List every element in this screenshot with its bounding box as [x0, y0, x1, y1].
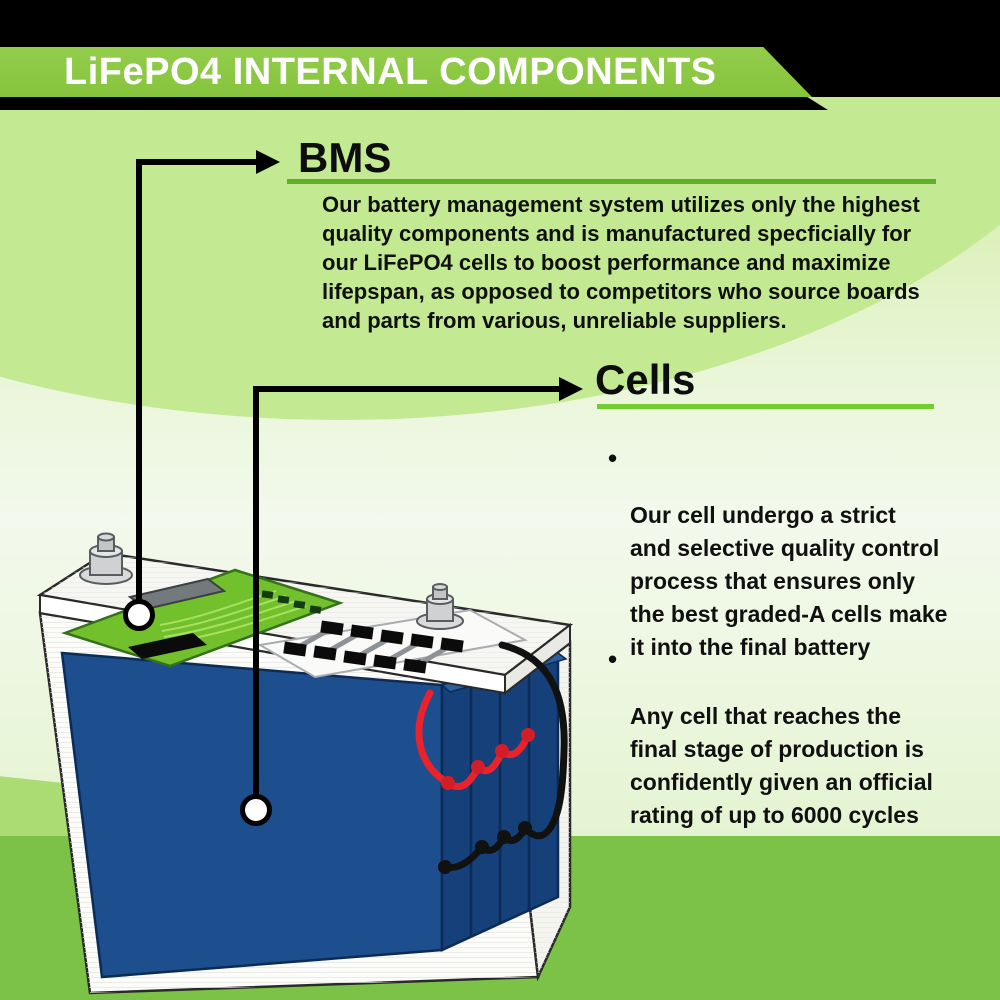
pcb-pads: [261, 590, 322, 614]
cells-bullet-2-text: Any cell that reaches the final stage of…: [630, 703, 933, 828]
bms-section-body: Our battery management system utilizes o…: [322, 192, 920, 333]
bullet-icon: •: [608, 443, 618, 473]
terminal-left: [79, 532, 133, 585]
bms-callout-dot: [123, 599, 155, 631]
blue-cell-block: [60, 651, 568, 979]
busbar-pads: [283, 620, 464, 674]
cells-callout-dot: [240, 794, 272, 826]
cells-bullet-1: • Our cell undergo a strict and selectiv…: [608, 443, 948, 682]
page-title: LiFePO4 INTERNAL COMPONENTS: [64, 51, 717, 93]
red-wire-connectors: [441, 728, 535, 790]
cells-bullet-1-text: Our cell undergo a strict and selective …: [630, 502, 948, 660]
header-banner: LiFePO4 INTERNAL COMPONENTS: [0, 47, 812, 97]
terminal-right: [416, 583, 464, 630]
cells-section-title: Cells: [595, 356, 696, 403]
cells-callout-horizontal-line: [253, 386, 561, 392]
bms-section-title: BMS: [298, 134, 392, 181]
bms-circuit-board: [61, 568, 344, 668]
bms-callout-arrow-icon: [256, 150, 280, 174]
bms-callout-vertical-line: [136, 162, 142, 615]
pcb-black-chip: [128, 633, 207, 659]
cells-bullet-2: • Any cell that reaches the final stage …: [608, 644, 933, 850]
cells-title-underline: [597, 404, 934, 409]
header-banner-shadow: [0, 97, 828, 110]
black-wire-connectors: [438, 821, 532, 874]
bms-title-underline: [287, 179, 936, 184]
bullet-icon: •: [608, 644, 618, 674]
battery-illustration: [36, 532, 574, 995]
cells-callout-arrow-icon: [559, 377, 583, 401]
cells-callout-vertical-line: [253, 388, 259, 812]
bms-callout-horizontal-line: [136, 159, 258, 165]
